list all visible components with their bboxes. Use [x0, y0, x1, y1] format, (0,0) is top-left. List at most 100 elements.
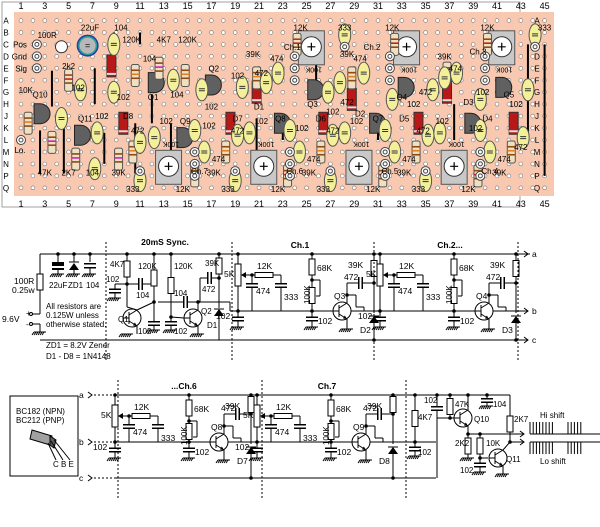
ground-hatch [502, 473, 506, 478]
ground-hatch [254, 457, 258, 462]
ground-hatch [162, 329, 166, 334]
hole [90, 18, 95, 23]
component-label: 102 [117, 93, 131, 102]
hole [42, 54, 47, 59]
hole [530, 66, 535, 71]
hole [54, 89, 59, 95]
hole [221, 89, 226, 95]
component-label: 102 [202, 122, 216, 131]
resistor-band [412, 149, 421, 152]
row-label: G [534, 88, 540, 97]
ceramic-capacitor [74, 78, 87, 102]
ground-hatch [69, 273, 73, 278]
ground-hatch [469, 457, 473, 462]
schematic-label: 333 [426, 292, 440, 302]
hole [137, 18, 143, 23]
component-label: 104 [86, 168, 100, 177]
schematic-label: a [79, 390, 84, 400]
pad-inner [287, 149, 293, 155]
hole [375, 149, 381, 155]
hole [316, 185, 321, 191]
schematic-label: 39K [225, 401, 240, 411]
component-label: Ch.6 [286, 167, 303, 176]
hole [518, 173, 523, 179]
resistor-band [412, 153, 421, 156]
hole [221, 78, 226, 83]
column-label: 11 [135, 199, 144, 209]
row-label: H [3, 100, 9, 109]
ground-hatch [365, 459, 369, 464]
hole [471, 78, 476, 83]
resistor-band [24, 125, 33, 127]
capacitor-plate-fill [275, 283, 287, 285]
ground-hatch [195, 333, 199, 338]
ground-hatch [328, 457, 332, 462]
schematic-label: 100R [14, 276, 34, 286]
ground-hatch [359, 459, 363, 464]
pad-inner [477, 173, 483, 179]
resistor-symbol [327, 399, 335, 417]
ceramic-capacitor [483, 140, 497, 164]
capacitor-symbol [486, 150, 493, 154]
hole [30, 18, 36, 23]
hole [244, 173, 250, 179]
ground-hatch [406, 455, 410, 460]
hole [328, 149, 333, 155]
trimmer-cross [259, 162, 268, 171]
capacitor-plate-fill [232, 316, 244, 318]
resistor-band [252, 79, 261, 82]
hole [78, 54, 83, 59]
diode-band [318, 130, 328, 133]
hole [78, 18, 83, 23]
resistor-band [114, 161, 123, 163]
hole [268, 185, 274, 191]
hole [459, 42, 464, 47]
ground-hatch [311, 326, 315, 331]
resistor-band [181, 73, 190, 76]
hole [197, 42, 202, 47]
hole [209, 54, 214, 59]
schematic-label: 102 [418, 448, 432, 457]
hole [530, 173, 535, 179]
hole [197, 185, 202, 191]
capacitor-plate-fill [431, 409, 443, 411]
hole [221, 54, 226, 59]
schematic-label: 102 [195, 447, 209, 457]
hole [125, 173, 131, 179]
hole [161, 125, 167, 131]
schematic-label: 39K [348, 260, 363, 270]
transistor [307, 79, 325, 101]
transistor [204, 74, 222, 96]
hole [185, 89, 190, 95]
ground-hatch [189, 333, 193, 338]
hole [447, 113, 452, 119]
hole [149, 30, 155, 35]
hole [209, 42, 214, 47]
hole [102, 78, 107, 83]
component-label: Q9 [180, 117, 191, 126]
ground-hatch [346, 328, 350, 333]
schematic-label: 472 [221, 403, 235, 413]
ceramic-capacitor [271, 61, 285, 85]
ground-hatch [53, 273, 57, 278]
hole [471, 137, 476, 143]
connector-pad-inner [34, 53, 40, 59]
column-label: 3 [42, 199, 47, 209]
ground-hatch [239, 326, 243, 331]
hole [304, 173, 309, 179]
hole [78, 185, 83, 191]
hole [494, 113, 500, 119]
ceramic-capacitor [195, 78, 209, 102]
ground-hatch [217, 459, 221, 464]
ground-hatch [67, 273, 71, 278]
hole [482, 113, 488, 119]
ceramic-capacitor [450, 61, 464, 85]
hole [459, 185, 464, 191]
hole [221, 185, 226, 191]
pad-inner [137, 168, 143, 174]
hole [149, 185, 155, 191]
hole [221, 42, 226, 47]
potentiometer-symbol [111, 404, 119, 428]
capacitor-plate-fill [109, 447, 121, 449]
diode-band [347, 106, 357, 109]
